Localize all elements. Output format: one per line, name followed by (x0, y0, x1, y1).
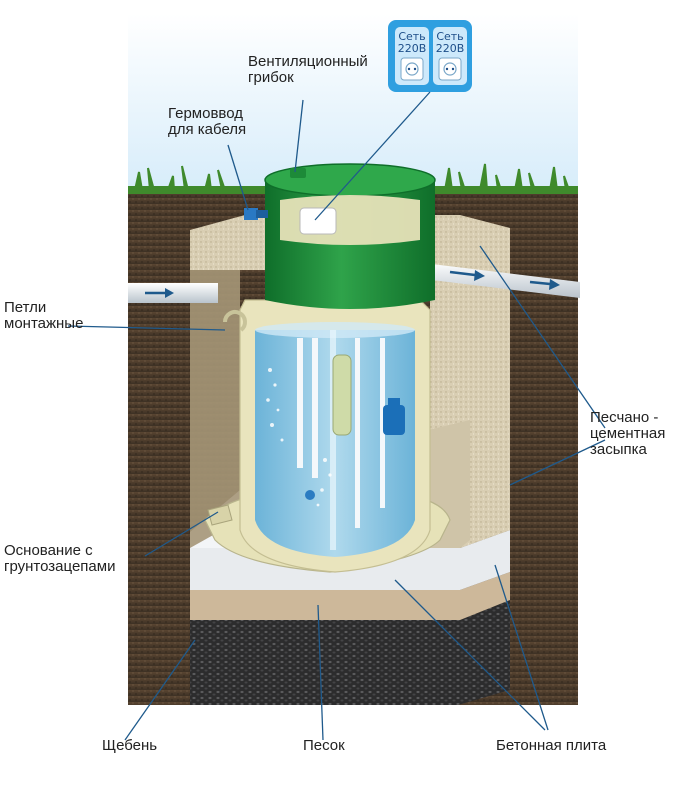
label-cable-gland-line2: для кабеля (168, 121, 247, 138)
socket-1-line1: Сеть (398, 30, 425, 43)
label-sand-cement-backfill-line1: Песчано - (590, 409, 659, 426)
leader-lines (67, 91, 606, 741)
label-mounting-loops-line2: монтажные (4, 315, 84, 332)
label-vent-fungus-line2: грибок (248, 69, 294, 86)
power-socket: Сеть 220В (395, 27, 429, 85)
socket-1-line2: 220В (398, 42, 427, 55)
label-base-with-anchors-line1: Основание с (4, 542, 93, 559)
inlet-pipe (128, 283, 218, 303)
label-sand-cement-backfill: Песчано - цементная засыпка (590, 410, 665, 458)
label-sand: Песок (303, 737, 345, 754)
label-vent-fungus: Вентиляционный грибок (248, 54, 368, 86)
label-base-with-anchors-line2: грунтозацепами (4, 558, 116, 575)
label-sand-cement-backfill-line2: цементная (590, 425, 666, 442)
socket-2-line1: Сеть (436, 30, 463, 43)
label-cable-gland-line1: Гермоввод (168, 105, 243, 122)
label-mounting-loops: Петли монтажные (4, 300, 83, 332)
label-concrete-slab: Бетонная плита (496, 737, 607, 754)
label-vent-fungus-line1: Вентиляционный (248, 53, 368, 70)
socket-2-line2: 220В (436, 42, 465, 55)
label-cable-gland: Гермоввод для кабеля (168, 106, 246, 138)
label-base-with-anchors: Основание с грунтозацепами (4, 543, 115, 575)
outlet-pipe (415, 262, 580, 298)
septic-tank (204, 163, 451, 573)
power-socket: Сеть 220В (433, 27, 467, 85)
label-sand-cement-backfill-line3: засыпка (590, 441, 647, 458)
power-box: Сеть 220В Сеть 220В (388, 20, 472, 92)
label-crushed-stone: Щебень (102, 737, 158, 754)
label-mounting-loops-line1: Петли (4, 299, 47, 316)
